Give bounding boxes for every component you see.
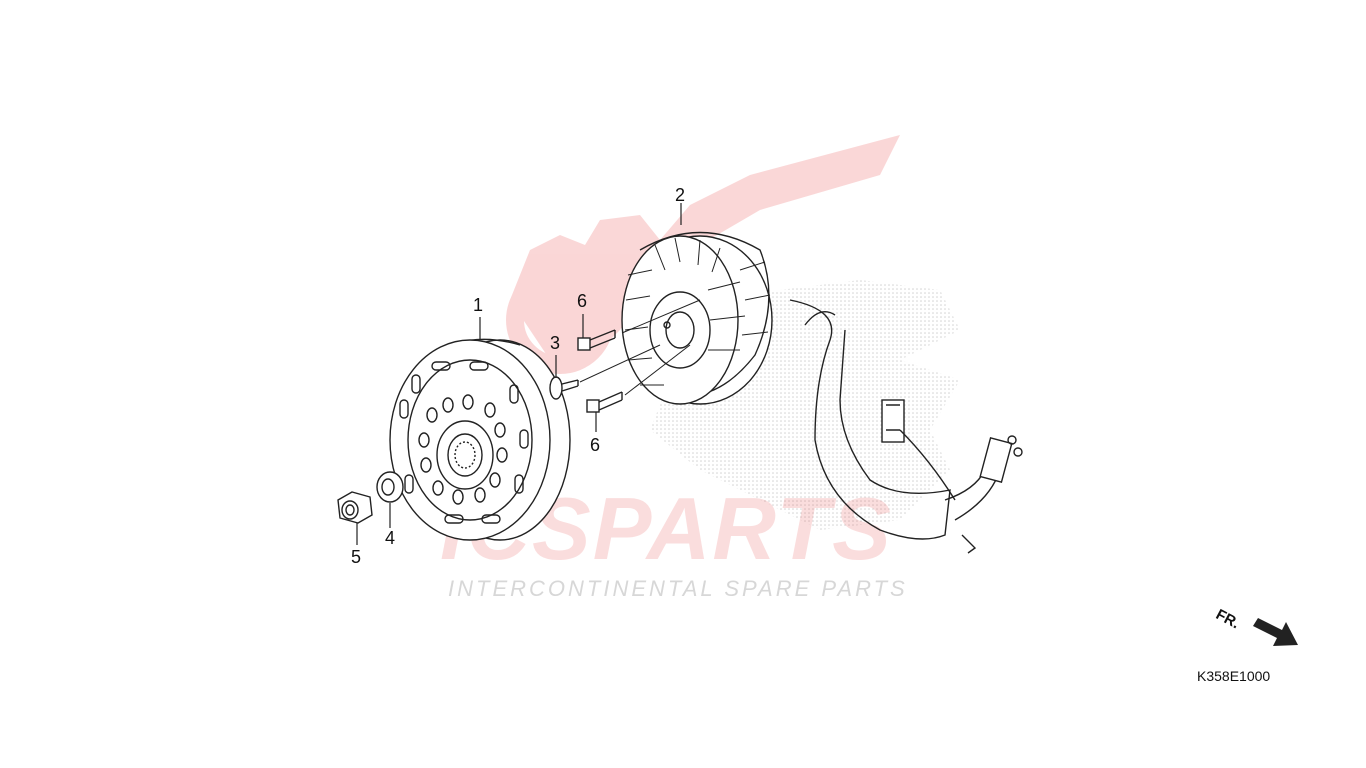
callout-flywheel: 1 bbox=[473, 295, 484, 315]
flywheel-holes bbox=[399, 361, 529, 524]
spacer-washer bbox=[376, 471, 404, 503]
bolt-top bbox=[577, 299, 701, 351]
callout-nut: 5 bbox=[351, 547, 362, 567]
nut bbox=[337, 491, 373, 524]
washer bbox=[549, 344, 661, 400]
front-arrow-icon bbox=[1253, 618, 1298, 646]
stator bbox=[621, 231, 1023, 554]
flywheel bbox=[389, 338, 571, 541]
watermark-tagline: INTERCONTINENTAL SPARE PARTS bbox=[448, 576, 908, 601]
callout-spacer-washer: 4 bbox=[385, 528, 396, 548]
diagram-code: K358E1000 bbox=[1197, 668, 1271, 684]
callout-washer: 3 bbox=[550, 333, 561, 353]
bolt-bottom bbox=[586, 344, 691, 413]
callout-bolt-top: 6 bbox=[577, 291, 588, 311]
callout-bolt-bottom: 6 bbox=[590, 435, 601, 455]
callout-stator: 2 bbox=[675, 185, 686, 205]
